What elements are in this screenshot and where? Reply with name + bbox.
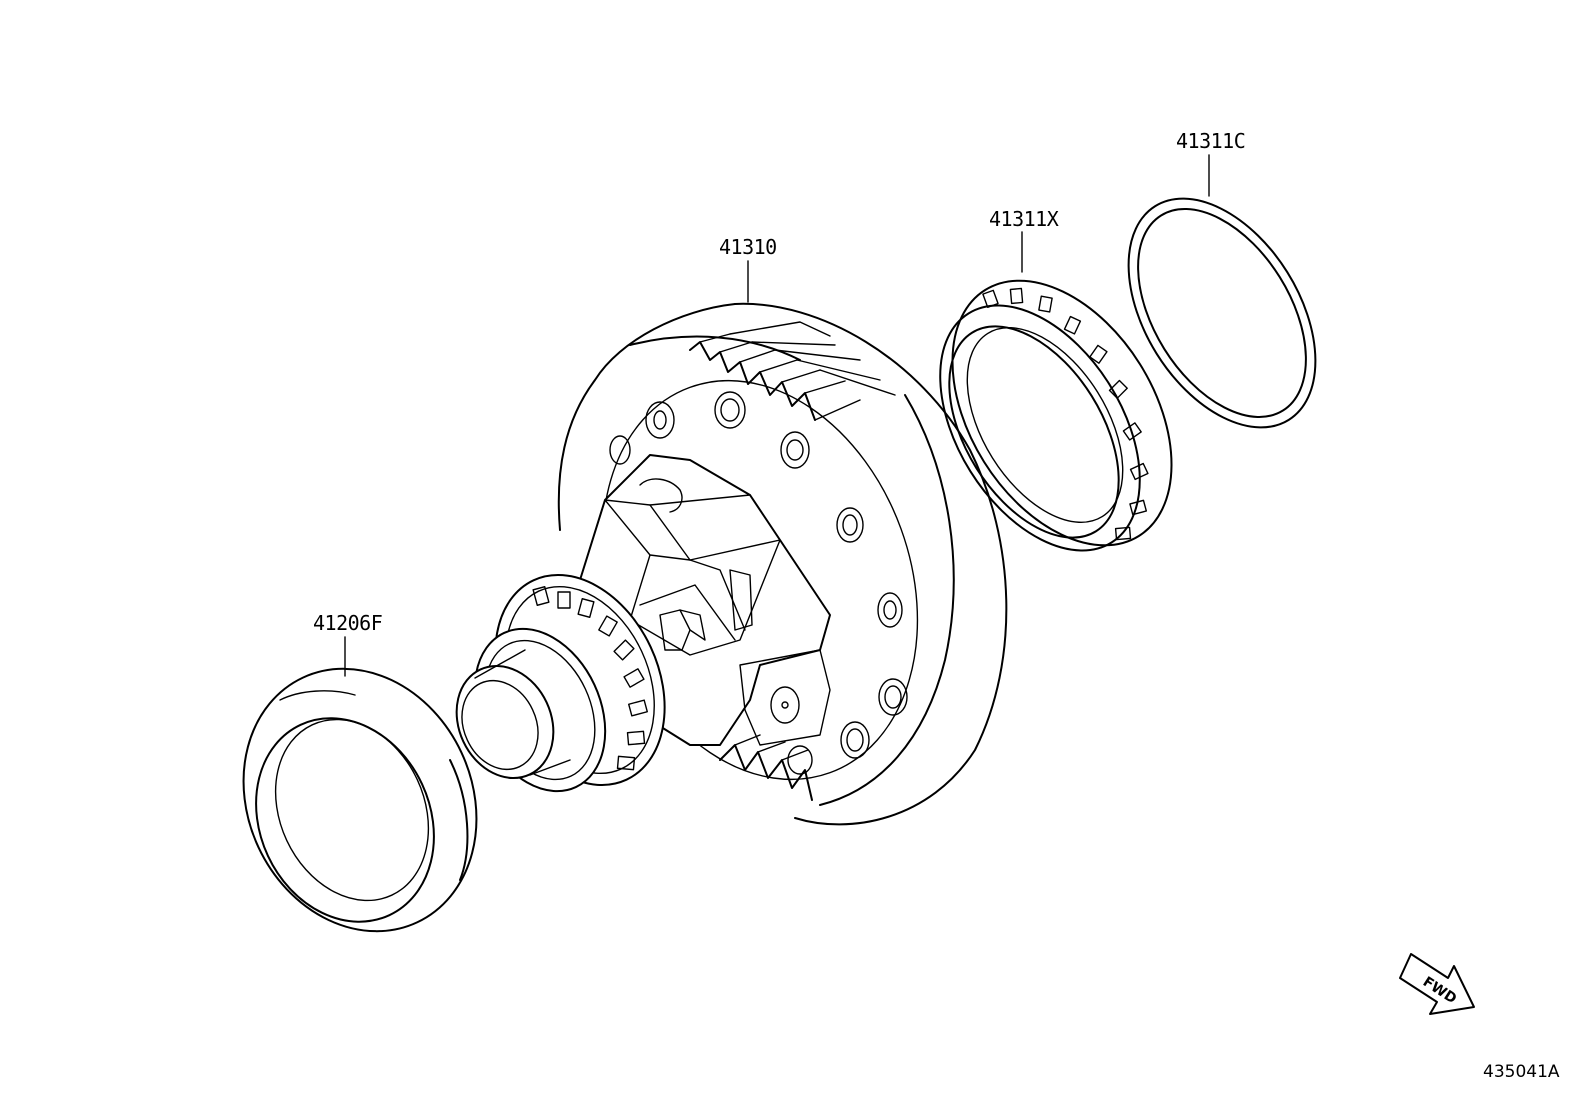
leader-lines	[344, 154, 1210, 677]
fwd-arrow-icon: FWD	[1399, 953, 1475, 1015]
part-41310-differential[interactable]	[439, 302, 1008, 826]
label-41310: 41310	[719, 235, 777, 259]
label-41311C: 41311C	[1176, 129, 1245, 153]
label-41311X: 41311X	[989, 207, 1059, 231]
part-41206F-ring[interactable]	[201, 630, 518, 969]
part-41311X-bearing[interactable]	[899, 241, 1217, 586]
diagram-code: 435041A	[1483, 1062, 1560, 1082]
label-41206F: 41206F	[313, 611, 382, 635]
part-41311C-outer-race[interactable]	[1090, 165, 1354, 460]
